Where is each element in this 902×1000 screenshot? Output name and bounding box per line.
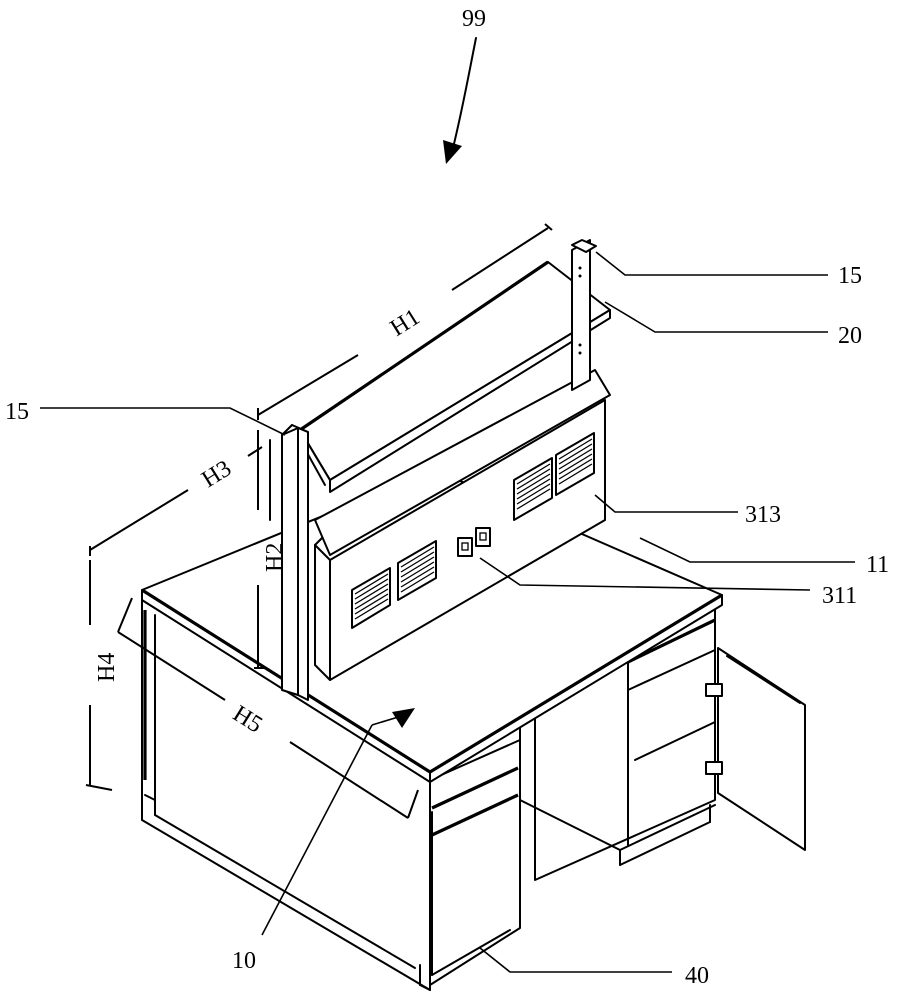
leader-15-top (595, 251, 828, 276)
socket-right (475, 527, 491, 547)
dimension-h2 (254, 430, 264, 669)
door-hinge-lower (705, 761, 723, 775)
power-sockets (457, 527, 491, 557)
dimension-h3 (89, 446, 263, 556)
upright-post-right (571, 239, 597, 391)
callout-20: 20 (838, 323, 862, 349)
vent-louvre-right (513, 432, 595, 521)
dimension-h1 (257, 223, 553, 420)
service-box (314, 369, 611, 681)
leader-20 (604, 301, 828, 333)
leader-10 (261, 724, 373, 936)
upright-post-left (269, 424, 309, 701)
callout-10: 10 (232, 948, 256, 974)
leader-15-left (40, 407, 286, 436)
dimension-h5 (117, 597, 419, 819)
figure-pointer-arrow (443, 37, 477, 164)
dimension-h4-label: H4 (94, 653, 120, 682)
callout-311: 311 (822, 583, 857, 609)
dimension-h2-label: H2 (262, 543, 288, 572)
figure-number-label: 99 (462, 6, 486, 32)
door-hinge-upper (705, 683, 723, 697)
reagent-shelf (299, 260, 611, 493)
arrowhead-10 (392, 708, 415, 728)
socket-left (457, 537, 473, 557)
callout-40: 40 (685, 963, 709, 989)
callout-11: 11 (866, 552, 889, 578)
cabinet-door-open (705, 647, 806, 851)
leader-lines (40, 251, 855, 973)
leader-313 (594, 494, 738, 513)
vent-louvre-left (351, 540, 437, 629)
dimension-h4 (85, 560, 113, 791)
leader-311 (479, 557, 811, 591)
leader-40 (479, 947, 672, 973)
dimension-h1-label: H1 (386, 304, 425, 342)
leader-10-tip (371, 714, 406, 726)
dimension-h3-label: H3 (197, 456, 236, 494)
leader-11 (639, 537, 855, 563)
callout-15-top: 15 (838, 263, 862, 289)
callout-15-left: 15 (5, 399, 29, 425)
callout-313: 313 (745, 502, 781, 528)
